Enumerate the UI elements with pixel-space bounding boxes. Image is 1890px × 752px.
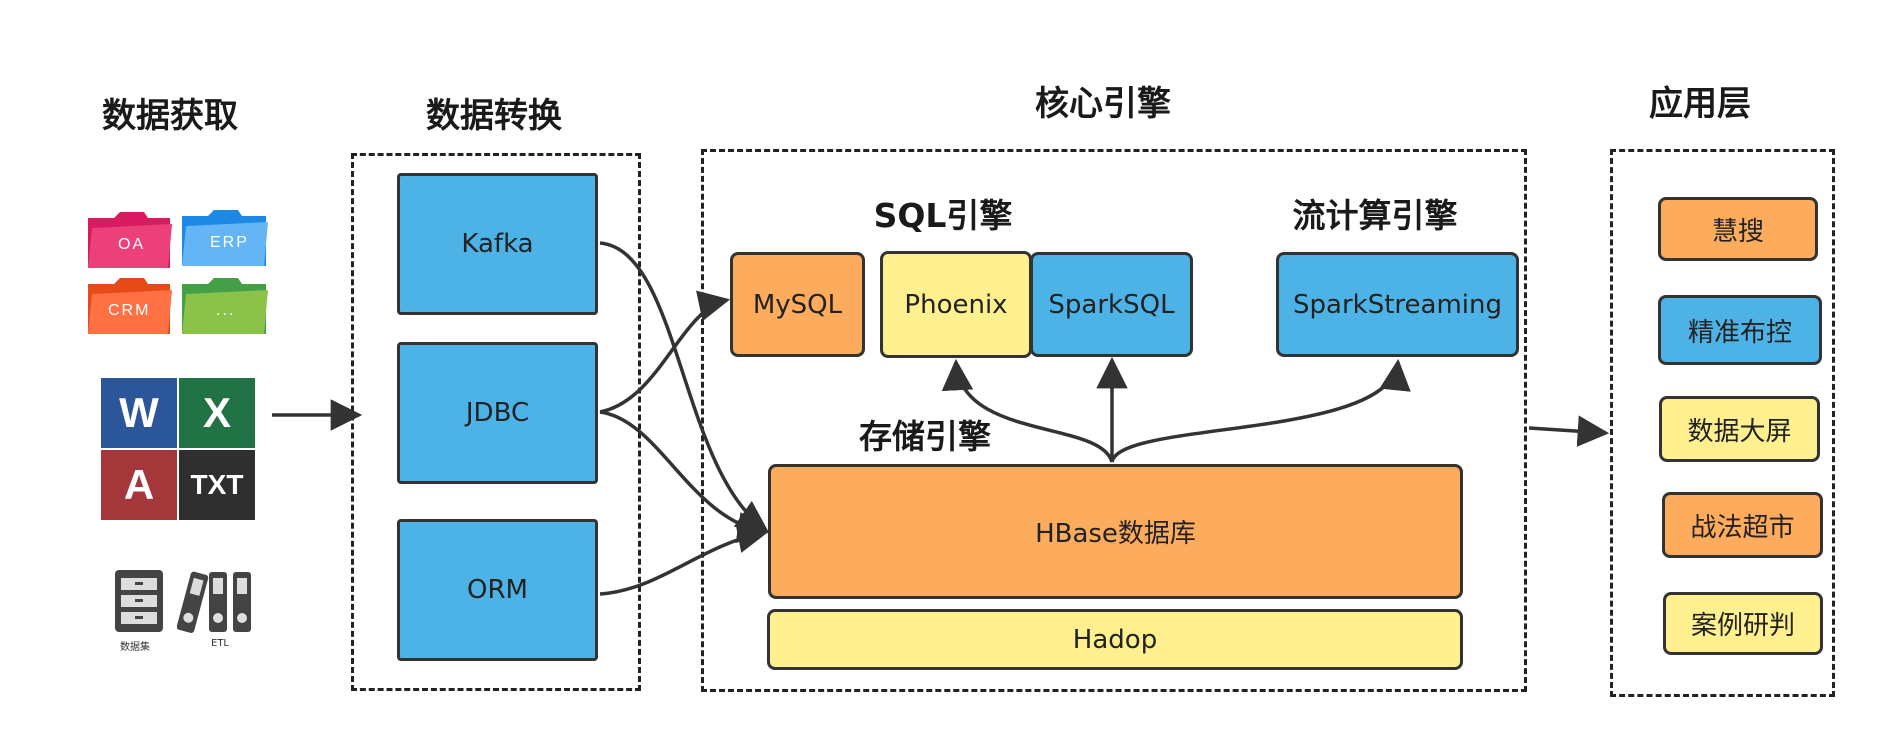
sql-engine-title: SQL引擎 <box>873 196 1013 235</box>
arrow-orm-to-hbase <box>599 522 770 596</box>
arrow-jdbc-to-mysql <box>599 290 731 414</box>
binders-icon <box>176 568 257 634</box>
app-item-huisou: 慧搜 <box>1658 197 1818 261</box>
stream-engine-title: 流计算引擎 <box>1292 196 1458 235</box>
core-container <box>701 149 1527 692</box>
word-icon: W <box>101 378 177 448</box>
app-item-data-screen: 数据大屏 <box>1659 396 1820 462</box>
folder-erp-label: ERP <box>210 234 249 251</box>
dataset-label: 数据集 <box>120 642 150 653</box>
folder-oa-icon: OA <box>84 210 174 270</box>
etl-label: ETL <box>211 638 229 649</box>
sparksql-box: SparkSQL <box>1030 252 1193 357</box>
server-cabinet-icon <box>113 568 165 634</box>
access-icon: A <box>101 450 177 520</box>
folder-more-icon: ... <box>178 276 270 336</box>
hbase-box: HBase数据库 <box>768 464 1463 599</box>
hadoop-box: Hadop <box>767 609 1463 670</box>
orm-box: ORM <box>397 519 598 661</box>
arrow-hbase-to-phoenix <box>941 358 1114 463</box>
txt-icon: TXT <box>179 450 255 520</box>
folder-crm-icon: CRM <box>84 276 174 336</box>
folder-more-label: ... <box>216 302 236 319</box>
arrow-kafka-to-hbase <box>599 241 769 532</box>
excel-icon: X <box>179 378 255 448</box>
app-container <box>1610 149 1835 697</box>
phoenix-box: Phoenix <box>880 251 1032 358</box>
header-app-layer: 应用层 <box>1649 84 1751 124</box>
folder-erp-icon: ERP <box>178 208 270 268</box>
folder-oa-label: OA <box>118 236 146 253</box>
header-data-transform: 数据转换 <box>426 96 562 136</box>
sparkstreaming-box: SparkStreaming <box>1276 252 1519 357</box>
header-data-acquire: 数据获取 <box>102 96 238 136</box>
mysql-box: MySQL <box>730 252 865 357</box>
arrow-hbase-to-sparkstreaming <box>1110 358 1411 463</box>
folder-crm-label: CRM <box>108 302 151 319</box>
app-item-tactics-market: 战法超市 <box>1662 492 1823 558</box>
jdbc-box: JDBC <box>397 342 598 484</box>
arrow-core-to-app <box>1528 415 1610 447</box>
app-item-precise-control: 精准布控 <box>1658 295 1822 365</box>
arrow-jdbc-to-hbase <box>599 410 770 544</box>
app-item-case-analysis: 案例研判 <box>1663 592 1823 655</box>
kafka-box: Kafka <box>397 173 598 315</box>
storage-engine-title: 存储引擎 <box>859 417 991 456</box>
header-core-engine: 核心引擎 <box>1035 84 1171 124</box>
